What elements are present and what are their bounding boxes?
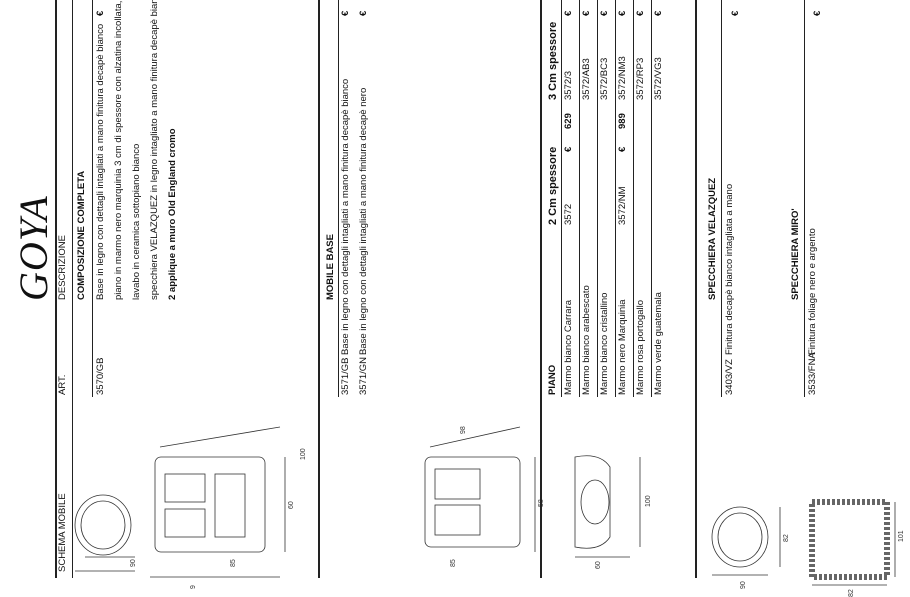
- rule: [721, 0, 722, 397]
- piano-row-code2: 3572: [563, 203, 574, 225]
- velazquez-desc: Finitura decapè bianco intagliata a mano: [724, 183, 735, 355]
- piano-row-code3: 3572/NM3: [617, 56, 628, 100]
- velazquez-art: 3403/VZ: [724, 359, 735, 395]
- price-euro: €: [581, 10, 592, 16]
- piano-row-name: Marmo bianco arabescato: [581, 285, 592, 395]
- piano-row-price2: 629: [563, 113, 574, 129]
- price-euro: €: [563, 146, 574, 152]
- mobile-base-desc: Base in legno con dettagli intagliati a …: [358, 87, 369, 355]
- price-euro: €: [617, 146, 628, 152]
- price-euro: €: [653, 10, 664, 16]
- mirror-miro-drawing: [809, 499, 890, 580]
- velazquez-title: SPECCHIERA VELAZQUEZ: [707, 177, 718, 300]
- dimension-label: 82: [783, 534, 790, 542]
- table-row-rule: [633, 0, 634, 397]
- piano-title: PIANO: [547, 364, 558, 395]
- piano-row-name: Marmo rosa portogallo: [635, 299, 646, 395]
- mobile-base-desc: Base in legno con dettagli intagliati a …: [340, 78, 351, 355]
- dimension-label: 85: [450, 559, 457, 567]
- rule: [338, 0, 339, 397]
- cabinet-drawing: [154, 456, 266, 553]
- mobile-base-title: MOBILE BASE: [325, 234, 336, 300]
- section-rule: [695, 0, 697, 578]
- price-euro: €: [635, 10, 646, 16]
- piano-row-code3: 3572/3: [563, 70, 574, 100]
- price-euro: €: [599, 10, 610, 16]
- dimension-label: 100: [645, 495, 652, 507]
- rule: [804, 0, 805, 397]
- mobile-base-art: 3571/GN: [358, 356, 369, 395]
- piano-row-code3: 3572/VG3: [653, 57, 664, 100]
- piano-row-name: Marmo bianco cristallino: [599, 292, 610, 395]
- table-row-rule: [579, 0, 580, 397]
- miro-title: SPECCHIERA MIRO': [790, 208, 801, 300]
- piano-col3-header: 3 Cm spessore: [547, 21, 559, 100]
- dimension-label: 100: [300, 448, 307, 460]
- piano-row-price2: 989: [617, 113, 628, 129]
- price-euro: €: [812, 10, 823, 16]
- price-euro: €: [340, 10, 351, 16]
- piano-col2-header: 2 Cm spessore: [547, 146, 559, 225]
- mobile-base-art: 3571/GB: [340, 357, 351, 396]
- price-euro: €: [358, 10, 369, 16]
- table-row-rule: [561, 0, 562, 397]
- cabinet-base-drawing: [424, 456, 521, 548]
- piano-row-name: Marmo nero Marquinia: [617, 299, 628, 395]
- piano-row-name: Marmo verde guatemala: [653, 292, 664, 395]
- miro-art: 3533/FNA: [807, 352, 818, 395]
- dimension-label: 60: [288, 501, 295, 509]
- miro-desc: Finitura foliage nero e argento: [807, 228, 818, 355]
- dimension-label: 90: [130, 559, 137, 567]
- dimension-label: 90: [740, 581, 747, 589]
- piano-row-code3: 3572/RP3: [635, 57, 646, 100]
- mirror-velazquez-drawing: [74, 494, 132, 556]
- section-rule: [540, 0, 542, 578]
- table-row-rule: [597, 0, 598, 397]
- section-rule: [318, 0, 320, 578]
- piano-row-code2: 3572/NM: [617, 186, 628, 225]
- piano-row-code3: 3572/BC3: [599, 57, 610, 100]
- top-drawing: [574, 455, 611, 549]
- price-euro: €: [617, 10, 628, 16]
- dimension-label: 60: [595, 561, 602, 569]
- dimension-label: 82: [848, 589, 855, 597]
- table-row-rule: [651, 0, 652, 397]
- piano-row-name: Marmo bianco Carrara: [563, 299, 574, 395]
- dimension-label: 85: [230, 559, 237, 567]
- price-euro: €: [563, 10, 574, 16]
- dimension-label: 9: [190, 585, 197, 589]
- price-euro: €: [730, 10, 741, 16]
- dimension-label: 101: [898, 530, 905, 542]
- dimension-label: 98: [460, 426, 467, 434]
- table-row-rule: [615, 0, 616, 397]
- piano-row-code3: 3572/AB3: [581, 58, 592, 100]
- mirror-velazquez-drawing-2: [711, 506, 769, 568]
